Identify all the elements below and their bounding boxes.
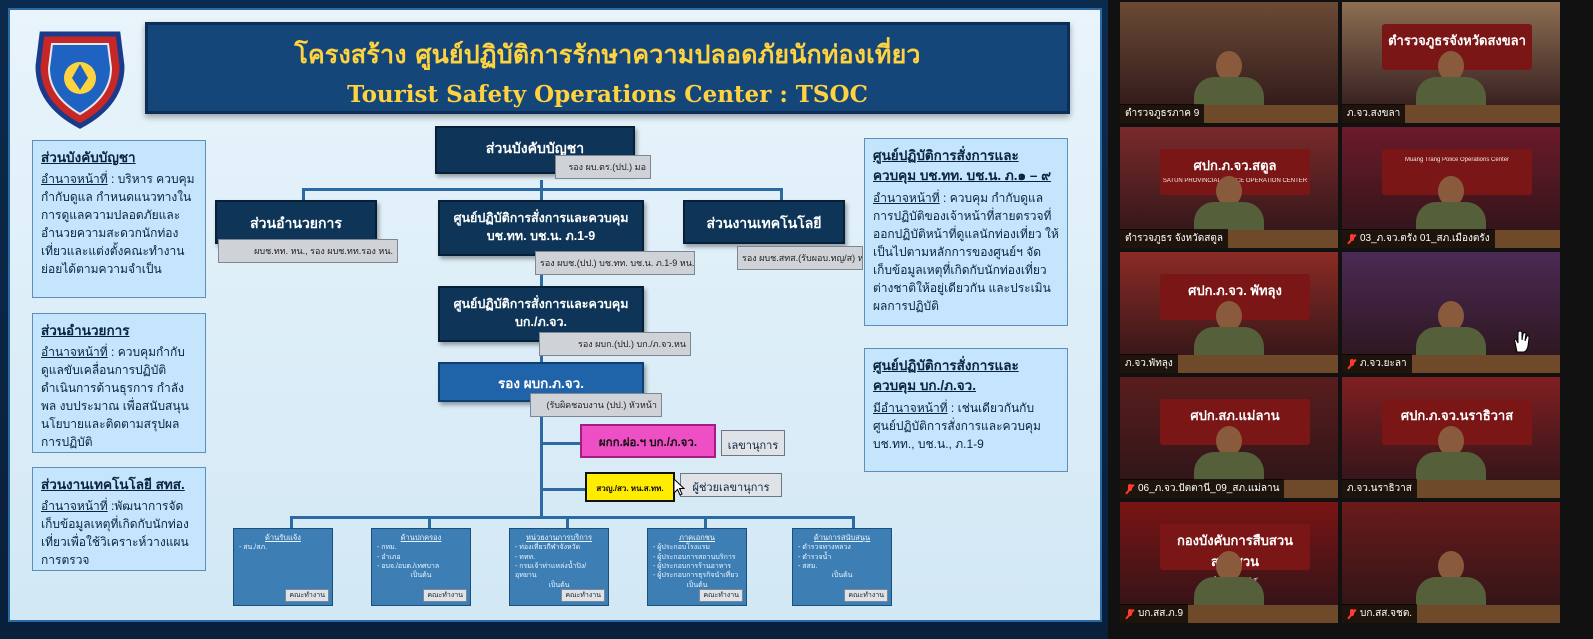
- team-card-support: ด้านการสนับสนุน - ตำรวจทางหลวง - ตำรวจน้…: [792, 528, 892, 606]
- participant-tile[interactable]: ตำรวจภูธรจังหวัดสงขลา ภ.จว.สงขลา: [1342, 2, 1560, 123]
- slide-title-thai: โครงสร้าง ศูนย์ปฏิบัติการรักษาความปลอดภั…: [294, 40, 921, 69]
- slide-canvas: โครงสร้าง ศูนย์ปฏิบัติการรักษาความปลอดภั…: [8, 8, 1102, 622]
- team-card-reporting: ด้านรับแจ้ง - สน./สภ. คณะทำงาน: [233, 528, 333, 606]
- connector-line: [540, 350, 543, 518]
- superintendent-box: ผกก.ฝอ.ฯ บก./ภ.จว.: [580, 424, 716, 458]
- participant-tile[interactable]: ตำรวจภูธรภาค 9: [1120, 2, 1338, 123]
- team-card-services: หน่วยงานการบริการ - ท่องเที่ยวกีฬาจังหวั…: [509, 528, 609, 606]
- connector-line: [540, 488, 595, 491]
- participant-grid: ตำรวจภูธรภาค 9 ตำรวจภูธรจังหวัดสงขลา ภ.จ…: [1120, 2, 1560, 632]
- assistant-secretary-box: ผู้ช่วยเลขานุการ: [680, 473, 782, 497]
- team-card-administration: ด้านปกครอง - กทม. - อำเภอ - อบจ./อบต./เท…: [371, 528, 471, 606]
- regional-center-tag: รอง ผบช.(ปป.) บช.ทท. บช.น. ภ.1-9 หน.: [535, 251, 695, 275]
- info-panel-provincial-center: ศูนย์ปฏิบัติการสั่งการและควบคุม บก./ภ.จว…: [864, 348, 1068, 472]
- connector-line: [566, 516, 569, 528]
- connector-line: [704, 516, 707, 528]
- slide-title-english: Tourist Safety Operations Center : TSOC: [347, 81, 868, 108]
- mouse-cursor-icon: [673, 478, 685, 496]
- mic-muted-icon: [1347, 233, 1357, 244]
- info-panel-technology: ส่วนงานเทคโนโลยี สทส. อำนาจหน้าที่ :พัฒน…: [32, 467, 206, 571]
- slide-title-banner: โครงสร้าง ศูนย์ปฏิบัติการรักษาความปลอดภั…: [145, 22, 1070, 114]
- connector-line: [290, 516, 293, 528]
- admin-box: ส่วนอำนวยการ: [215, 200, 377, 244]
- participant-tile[interactable]: ศปก.ภ.จว.นราธิวาส ภ.จว.นราธิวาส: [1342, 377, 1560, 498]
- participant-tile[interactable]: ศปก.ภ.จว. พัทลุง ภ.จว.พัทลุง: [1120, 252, 1338, 373]
- participant-name-label: ภ.จว.นราธิวาส: [1342, 479, 1417, 498]
- participant-tile[interactable]: ภ.จว.ยะลา: [1342, 252, 1560, 373]
- command-tag: รอง ผบ.ตร.(ปป.) มอ: [555, 155, 651, 179]
- provincial-center-tag: รอง ผบก.(ปป.) บก./ภ.จว.หน: [539, 332, 691, 356]
- info-panel-administration: ส่วนอำนวยการ อำนาจหน้าที่ : ควบคุมกำกับด…: [32, 313, 206, 453]
- team-chip: คณะทำงาน: [423, 588, 467, 602]
- hand-cursor-icon: [1514, 330, 1530, 353]
- team-chip: คณะทำงาน: [844, 588, 888, 602]
- participant-name-label: 06_ภ.จว.ปัตตานี_09_สภ.แม่ลาน: [1120, 479, 1285, 498]
- participant-name-label: ตำรวจภูธร จังหวัดสตูล: [1120, 229, 1228, 248]
- secretary-box: เลขานุการ: [721, 430, 785, 456]
- participant-name-label: ภ.จว.ยะลา: [1342, 354, 1412, 373]
- shared-slide: โครงสร้าง ศูนย์ปฏิบัติการรักษาความปลอดภั…: [0, 0, 1108, 639]
- regional-center-box: ศูนย์ปฏิบัติการสั่งการและควบคุม บช.ทท. บ…: [438, 200, 644, 256]
- participant-name-label: บก.สส.ภ.9: [1120, 604, 1189, 623]
- participant-tile[interactable]: ศปก.สภ.แม่ลาน 06_ภ.จว.ปัตตานี_09_สภ.แม่ล…: [1120, 377, 1338, 498]
- info-panel-regional-center: ศูนย์ปฏิบัติการสั่งการและควบคุม บช.ทท. บ…: [864, 138, 1068, 326]
- tech-tag: รอง ผบช.สทส.(รับผอบ.ทญ/ส) หน.: [737, 246, 863, 270]
- room-sign: ศปก.สภ.แม่ลาน: [1160, 399, 1310, 445]
- participant-name-label: 03_ภ.จว.ตรัง 01_สภ.เมืองตรัง: [1342, 229, 1495, 248]
- participant-tile[interactable]: กองบังคับการสืบสวนสอบสวนตำรวจภูธรภาค ๙ บ…: [1120, 502, 1338, 623]
- team-card-private-sector: ภาคเอกชน - ผู้ประกอบโรงแรม - ผู้ประกอบกา…: [647, 528, 747, 606]
- connector-line: [540, 442, 590, 445]
- admin-tag: ผบช.ทท. หน., รอง ผบช.ทท.รอง หน.: [218, 239, 398, 263]
- connector-line: [780, 188, 783, 202]
- tech-box: ส่วนงานเทคโนโลยี: [683, 200, 845, 244]
- connector-line: [852, 516, 855, 528]
- connector-line: [302, 188, 305, 202]
- participant-tile[interactable]: บก.สส.จชต.: [1342, 502, 1560, 623]
- team-chip: คณะทำงาน: [699, 588, 743, 602]
- participant-name-label: ภ.จว.พัทลุง: [1120, 354, 1178, 373]
- info-panel-command: ส่วนบังคับบัญชา อำนาจหน้าที่ : บริหาร คว…: [32, 140, 206, 298]
- participant-name-label: ภ.จว.สงขลา: [1342, 104, 1406, 123]
- tourist-police-badge-icon: [35, 31, 125, 129]
- connector-line: [302, 188, 782, 191]
- participant-name-label: ตำรวจภูธรภาค 9: [1120, 104, 1205, 123]
- deputy-commander-tag: (รับผิดชอบงาน (ปป.) หัวหน้า: [530, 393, 662, 417]
- mic-muted-icon: [1125, 483, 1135, 494]
- mic-muted-icon: [1347, 358, 1357, 369]
- participant-tile[interactable]: Muang Trang Police Operations Center 03_…: [1342, 127, 1560, 248]
- mic-muted-icon: [1125, 608, 1135, 619]
- connector-line: [428, 516, 431, 528]
- team-chip: คณะทำงาน: [561, 588, 605, 602]
- mic-muted-icon: [1347, 608, 1357, 619]
- participant-name-label: บก.สส.จชต.: [1342, 604, 1418, 623]
- inspector-box: สวญ./สว. หน.ส.ทท.: [585, 472, 675, 502]
- connector-line: [290, 516, 854, 519]
- room-sign: ศปก.ภ.จว.นราธิวาส: [1382, 399, 1532, 445]
- team-chip: คณะทำงาน: [285, 588, 329, 602]
